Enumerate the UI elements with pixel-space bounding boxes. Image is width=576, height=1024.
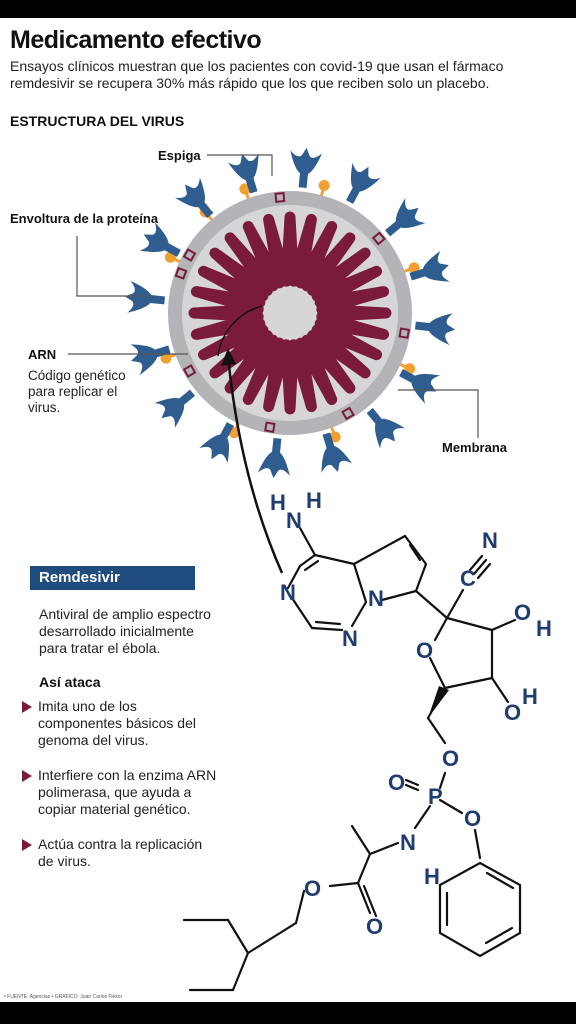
bullet-triangle-icon xyxy=(22,770,32,782)
rna-description: Código genético para replicar el virus. xyxy=(28,368,126,415)
spike-protein xyxy=(414,313,456,346)
section-title-virus: ESTRUCTURA DEL VIRUS xyxy=(10,113,185,129)
label-rna: ARN xyxy=(28,347,57,362)
atom-h: H xyxy=(424,864,440,889)
glycoprotein-head xyxy=(160,352,172,364)
page-title: Medicamento efectivo xyxy=(10,26,262,54)
arrow-head xyxy=(221,348,236,366)
atom-o: O xyxy=(504,700,521,725)
label-spike: Espiga xyxy=(158,148,201,163)
envelope-protein xyxy=(341,406,355,421)
atom-o: O xyxy=(304,876,321,901)
atom-h: H xyxy=(536,616,552,641)
infographic: Medicamento efectivo Ensayos clínicos mu… xyxy=(0,18,576,1002)
envelope-protein xyxy=(371,231,386,246)
spike-protein xyxy=(385,198,426,237)
label-protein-envelope: Envoltura de la proteína xyxy=(10,211,159,226)
remdesivir-banner: Remdesivir xyxy=(30,566,195,590)
glycoprotein-head xyxy=(329,431,341,443)
spike-protein xyxy=(346,162,381,204)
envelope-protein xyxy=(182,364,197,378)
spike-protein xyxy=(290,147,323,189)
atom-o: O xyxy=(388,770,405,795)
bullet-triangle-icon xyxy=(22,701,32,713)
rna-pointer-arc xyxy=(217,305,263,357)
atom-h: H xyxy=(270,490,286,515)
spike-protein xyxy=(139,222,181,257)
atom-o: O xyxy=(442,746,459,771)
spike-protein xyxy=(321,432,353,473)
spike-protein xyxy=(257,437,290,479)
glycoprotein-head xyxy=(408,262,420,274)
spike-protein xyxy=(399,369,441,404)
source-credit: • FUENTE: Agencias • GRÁFICO: Juan Carlo… xyxy=(4,994,123,1000)
atom-h: H xyxy=(522,684,538,709)
atom-n: N xyxy=(482,528,498,553)
rna-strand xyxy=(188,211,392,415)
envelope-protein xyxy=(274,192,286,203)
envelope-protein xyxy=(174,266,188,280)
remdesivir-molecule: H H N N N N N C O O H O H O O P O N H O … xyxy=(182,488,552,992)
spike-protein xyxy=(409,250,450,282)
spike-protein xyxy=(154,389,195,428)
spike-protein xyxy=(124,280,166,313)
atom-n: N xyxy=(368,586,384,611)
atom-c: C xyxy=(460,566,476,591)
page-subtitle: Ensayos clínicos muestran que los pacien… xyxy=(10,58,504,91)
virus-illustration xyxy=(68,147,479,574)
attack-title: Así ataca xyxy=(39,674,101,690)
atom-o: O xyxy=(464,806,481,831)
spike-protein xyxy=(227,153,259,194)
glycoprotein-head xyxy=(318,179,330,191)
atom-p: P xyxy=(428,784,443,809)
atom-n: N xyxy=(342,626,358,651)
arrow-to-rna xyxy=(226,355,284,574)
label-membrane: Membrana xyxy=(442,440,508,455)
bullet-triangle-icon xyxy=(22,839,32,851)
spike-protein xyxy=(130,344,171,376)
atom-n: N xyxy=(400,830,416,855)
glycoprotein-head xyxy=(239,183,251,195)
atom-n: N xyxy=(280,580,296,605)
envelope-protein xyxy=(264,421,276,434)
atom-h: H xyxy=(306,488,322,513)
spike-protein xyxy=(199,422,234,464)
envelope-protein xyxy=(182,248,197,262)
atom-o: O xyxy=(366,914,383,939)
spike-protein xyxy=(175,177,214,218)
atom-n: N xyxy=(286,508,302,533)
envelope-protein xyxy=(398,327,411,339)
remdesivir-description: Antiviral de amplio espectro desarrollad… xyxy=(39,606,211,656)
atom-o: O xyxy=(514,600,531,625)
spike-protein xyxy=(366,408,405,449)
virus-core xyxy=(266,289,314,337)
atom-o: O xyxy=(416,638,433,663)
